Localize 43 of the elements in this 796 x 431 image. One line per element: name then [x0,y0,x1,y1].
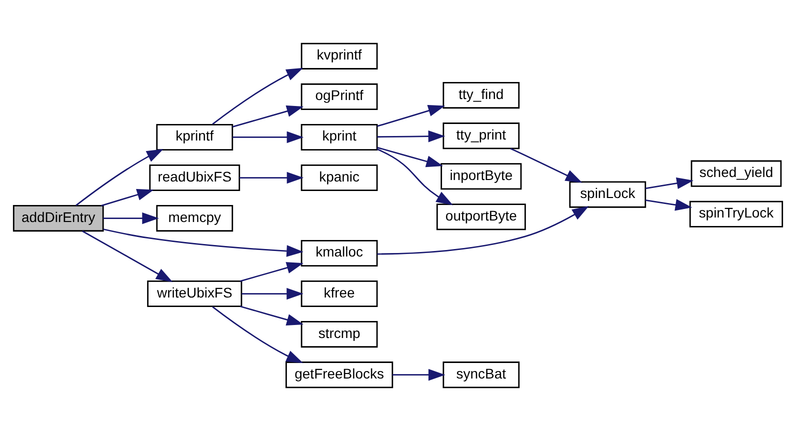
arrow [239,172,304,184]
node-box: ogPrintf [300,83,378,110]
node-box: addDirEntry [12,205,104,232]
node-box: outportByte [436,204,526,230]
arrow [232,105,304,128]
arrow [392,368,446,381]
arrow [240,262,304,282]
arrow [377,105,446,127]
node-box: strcmp [300,321,378,348]
arrow [376,148,454,206]
node-box: kprintf [156,124,234,150]
arrow [510,148,582,183]
node-box: getFreeBlocks [286,362,394,388]
arrow [212,306,304,364]
node-box: kfree [300,280,378,308]
node-box: writeUbixFS [147,280,242,308]
node-box: tty_print [442,122,520,150]
arrow [377,130,446,142]
node-box: kmalloc [300,240,378,267]
node-box: inportByte [440,163,522,190]
arrow [645,199,692,211]
arrow [232,131,304,144]
node-box: spinTryLock [689,200,784,228]
arrow [377,206,589,255]
node-box: syncBat [442,362,520,388]
node-box: sched_yield [690,160,782,187]
node-box: kpanic [300,164,378,192]
arrow [103,228,304,257]
node-box: memcpy [156,205,234,232]
node-box: spinLock [569,181,646,208]
arrow [103,212,159,224]
arrow [645,177,694,190]
arrow [242,288,304,300]
node-box: kprint [300,124,378,150]
arrow [212,68,304,125]
arrow [377,146,444,168]
arrow [101,189,154,206]
node-box: kvprintf [300,42,378,70]
arrow [76,148,164,206]
node-box: tty_find [442,82,520,109]
arrow [82,230,173,282]
node-box: readUbixFS [149,164,240,192]
arrow [240,306,304,326]
